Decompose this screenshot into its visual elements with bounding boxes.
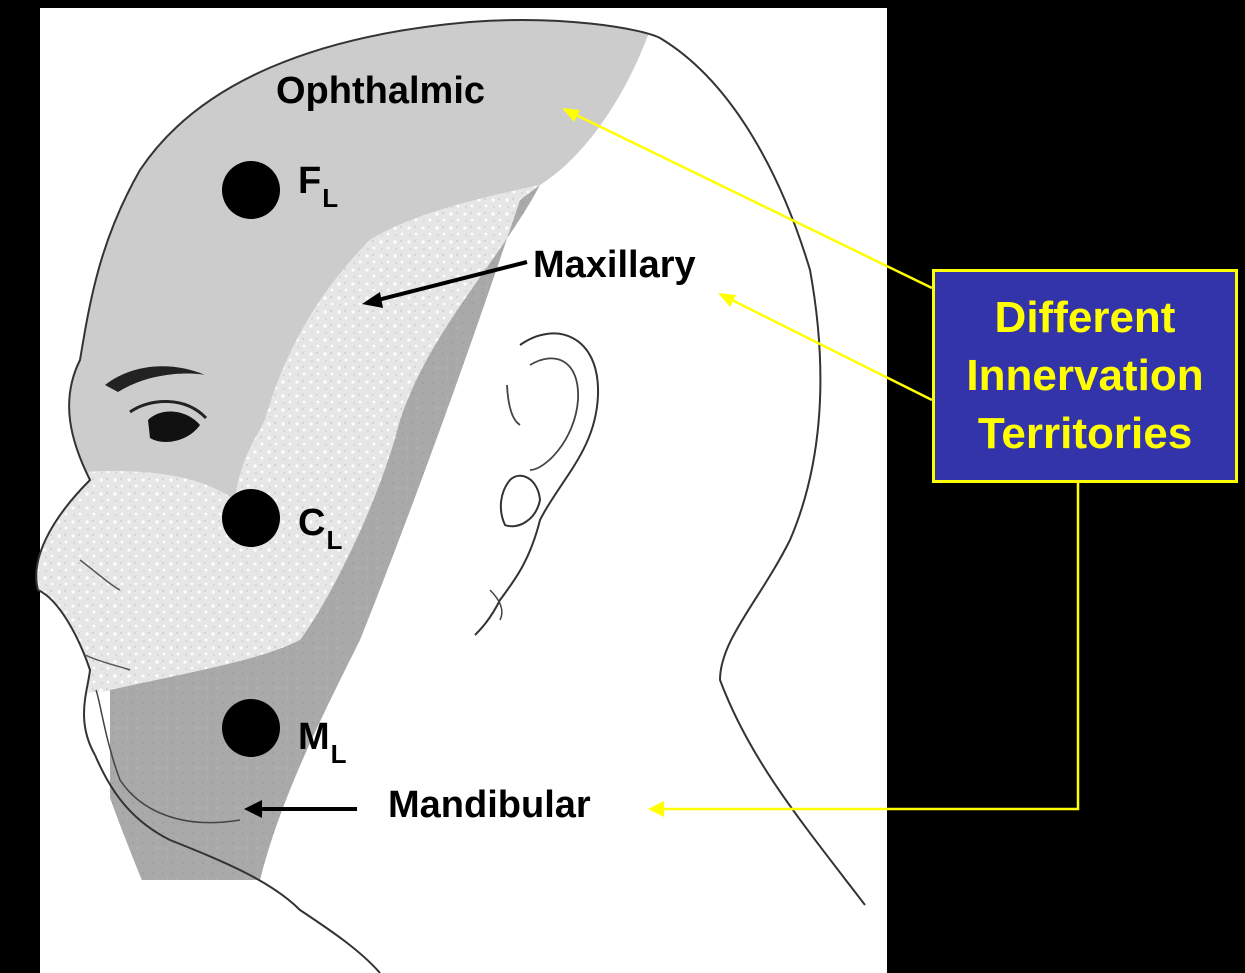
point-marker-cl: [222, 489, 280, 547]
point-letter: C: [298, 502, 325, 544]
point-label-cl: CL: [298, 502, 341, 545]
callout-line: Innervation: [966, 347, 1203, 405]
innervation-callout-box: Different Innervation Territories: [932, 269, 1238, 483]
point-letter: F: [298, 160, 321, 202]
point-marker-fl: [222, 161, 280, 219]
ophthalmic-label: Ophthalmic: [276, 70, 485, 113]
mandibular-label: Mandibular: [388, 784, 591, 827]
point-marker-ml: [222, 699, 280, 757]
point-subscript: L: [322, 183, 338, 213]
point-subscript: L: [326, 525, 342, 555]
callout-line: Different: [995, 289, 1176, 347]
point-label-fl: FL: [298, 160, 337, 203]
callout-line: Territories: [978, 405, 1192, 463]
point-subscript: L: [331, 739, 347, 769]
maxillary-label: Maxillary: [533, 244, 696, 287]
point-letter: M: [298, 716, 330, 758]
point-label-ml: ML: [298, 716, 346, 759]
